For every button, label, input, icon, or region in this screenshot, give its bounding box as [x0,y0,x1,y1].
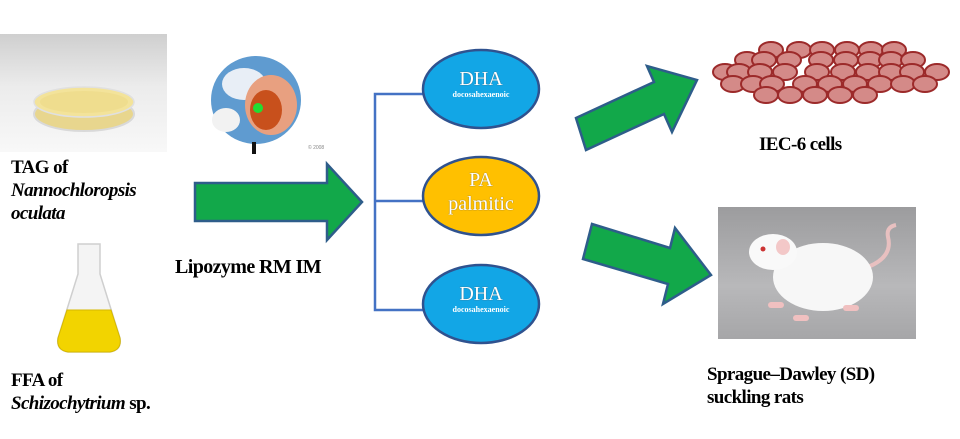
svg-text:© 2008: © 2008 [308,144,324,151]
cell [753,86,779,104]
cell [786,41,812,59]
ffa-species-suffix: sp. [125,393,151,414]
product-full-name: docosahexaenoic [452,305,510,314]
rats-label: Sprague–Dawley (SD) suckling rats [707,363,875,409]
cell [834,41,860,59]
flask-image [50,238,130,358]
product-full-name: docosahexaenoic [452,90,510,99]
tag-line-1: TAG of [11,157,68,178]
tag-species-epithet: oculata [11,203,65,224]
cell [890,75,916,93]
cell [833,51,859,69]
cell [881,41,907,59]
cell [830,63,856,81]
rats-label-line-2: suckling rats [707,387,804,408]
cell [777,86,803,104]
enzyme-label: Lipozyme RM IM [175,256,322,278]
petri-dish-image [0,34,167,152]
cell [726,63,752,81]
cell [912,75,938,93]
ffa-species-name: Schizochytrium [11,393,126,414]
product-abbr: DHA [459,68,503,90]
product-abbr: DHA [459,283,503,305]
cell [808,51,834,69]
cell [712,63,738,81]
cell-cluster [712,41,950,104]
cell [734,51,760,69]
ffa-label: FFA of Schizochytrium sp. [11,369,231,415]
enzyme-arrow [193,160,364,244]
cell [720,75,746,93]
cell [899,63,925,81]
cell [758,41,784,59]
protein-structure-icon: © 2008 [211,56,324,154]
petri-dish-icon [33,86,135,132]
tag-label: TAG of Nannochloropsis oculata [11,156,191,225]
rat-photo [718,207,916,339]
tag-species-name: Nannochloropsis [11,180,137,201]
cell [855,63,881,81]
cell [772,63,798,81]
cell [867,75,893,93]
ffa-line-1: FFA of [11,370,63,391]
cell [878,63,904,81]
cell [759,75,785,93]
cell [858,41,884,59]
erlenmeyer-flask-icon [56,243,122,353]
product-abbr: PA [469,169,493,191]
cell [751,51,777,69]
cell [747,63,773,81]
ffa-line-2: Schizochytrium sp. [11,392,231,415]
lipase-protein-image: © 2008 [196,50,326,160]
arrow-to-rats [581,222,713,307]
cell [792,75,818,93]
product-label-pa: PA palmitic [423,168,539,216]
arrow-to-cells [574,64,699,152]
cell [827,86,853,104]
cell [817,75,843,93]
cell [776,51,802,69]
products-bracket [373,92,423,312]
cell [924,63,950,81]
product-full-name: palmitic [448,193,514,215]
product-label-dha-2: DHA docosahexaenoic [423,283,539,315]
cell [857,51,883,69]
rat-icon [749,223,897,321]
cell [900,51,926,69]
cell [878,51,904,69]
cell [740,75,766,93]
cells-label: IEC-6 cells [759,134,842,155]
cell [842,75,868,93]
cell [809,41,835,59]
cell [804,63,830,81]
rats-label-line-1: Sprague–Dawley (SD) [707,364,875,385]
product-label-dha-1: DHA docosahexaenoic [423,68,539,100]
cell [802,86,828,104]
cell [852,86,878,104]
